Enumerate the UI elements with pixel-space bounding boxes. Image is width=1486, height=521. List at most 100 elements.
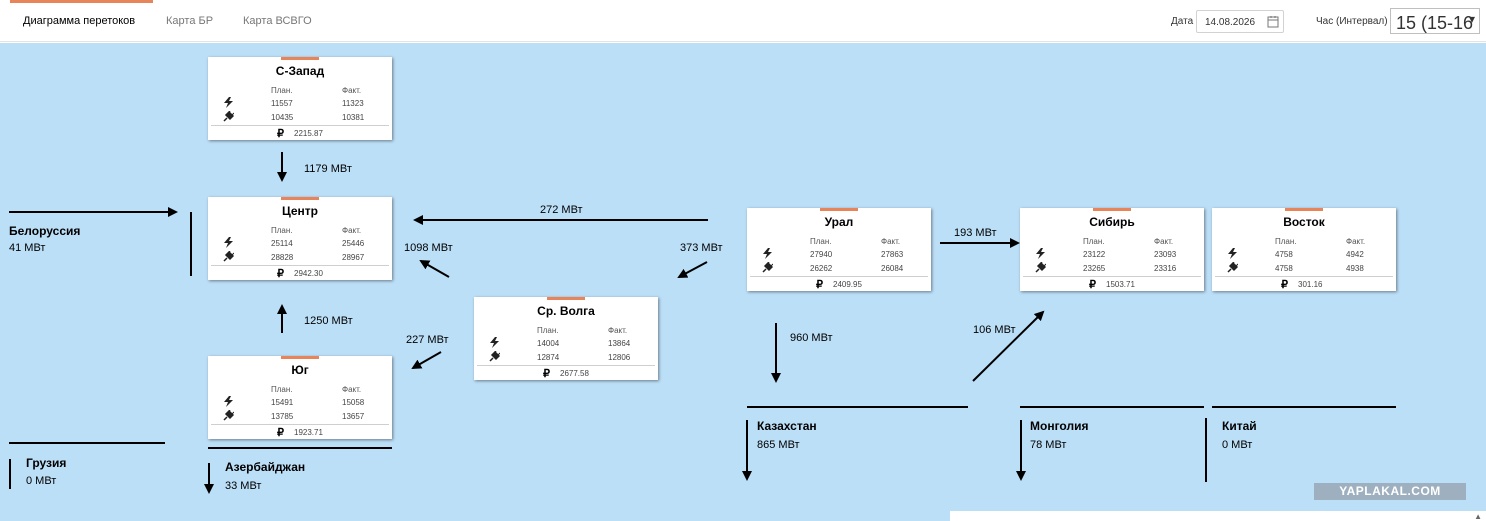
node-title: Урал: [824, 215, 854, 229]
plan-header: План.: [537, 326, 559, 335]
plug-icon: [489, 351, 500, 362]
arrow-kazakhstan-sibir: [972, 310, 1045, 382]
node-divider: [750, 276, 928, 277]
arrow-volga-yug: [411, 351, 442, 369]
country-belorussia: Белоруссия: [9, 224, 81, 238]
country-azerbaijan: Азербайджан: [225, 460, 306, 474]
node-divider: [477, 365, 655, 366]
plug-icon: [223, 251, 234, 262]
country-gruzia: Грузия: [26, 456, 67, 470]
cons-plan: 13785: [271, 412, 294, 421]
gen-fact: 11323: [342, 99, 364, 108]
gen-fact: 23093: [1154, 250, 1177, 259]
cons-plan: 23265: [1083, 264, 1106, 273]
scroll-up-icon[interactable]: ▲: [1474, 512, 1482, 521]
gen-fact: 15058: [342, 398, 365, 407]
cons-fact: 13657: [342, 412, 365, 421]
cons-plan: 28828: [271, 253, 294, 262]
node-accent: [1093, 208, 1131, 211]
arrow-ural-volga: [677, 261, 708, 278]
ruble-icon: ₽: [277, 268, 284, 280]
ruble-icon: ₽: [1281, 279, 1288, 291]
calendar-icon[interactable]: [1267, 15, 1279, 28]
flow-ural-kazakhstan: 960 МВт: [790, 332, 833, 344]
node-title: С-Запад: [275, 64, 325, 78]
node-title: Центр: [281, 204, 319, 218]
node-yug[interactable]: Юг План. Факт. 15491 15058 13785 13657 ₽…: [208, 356, 392, 439]
belorussia-border-line: [190, 212, 192, 276]
country-kazakhstan-value: 865 МВт: [757, 439, 800, 451]
gen-fact: 27863: [881, 250, 904, 259]
node-title: Юг: [291, 363, 309, 377]
node-vostok[interactable]: Восток План. Факт. 4758 4942 4758 4938 ₽…: [1212, 208, 1396, 291]
fact-header: Факт.: [342, 226, 362, 235]
country-kazakhstan: Казахстан: [757, 419, 817, 433]
gen-plan: 23122: [1083, 250, 1106, 259]
node-title: Сибирь: [1089, 215, 1135, 229]
flow-ural-centr: 272 МВт: [540, 204, 583, 216]
node-volga[interactable]: Ср. Волга План. Факт. 14004 13864 12874 …: [474, 297, 658, 380]
node-szapad[interactable]: С-Запад План. Факт. 11557 11323 10435 10…: [208, 57, 392, 140]
lightning-icon: [224, 237, 233, 248]
node-ural[interactable]: Урал План. Факт. 27940 27863 26262 26084…: [747, 208, 931, 291]
cons-plan: 12874: [537, 353, 560, 362]
lightning-icon: [763, 248, 772, 259]
node-accent: [281, 356, 319, 359]
gen-plan: 4758: [1275, 250, 1293, 259]
cons-fact: 28967: [342, 253, 365, 262]
plan-header: План.: [271, 86, 293, 95]
ruble-icon: ₽: [1089, 279, 1096, 291]
plug-icon: [1035, 262, 1046, 273]
country-china-value: 0 МВт: [1222, 439, 1253, 451]
dropdown-icon[interactable]: ▾: [1468, 12, 1475, 26]
node-price: 2942.30: [294, 269, 323, 278]
tab-flow-diagram[interactable]: Диаграмма перетоков: [23, 15, 136, 27]
country-belorussia-value: 41 МВт: [9, 242, 46, 254]
gruzia-border-tick: [9, 459, 11, 489]
fact-header: Факт.: [608, 326, 628, 335]
hour-label: Час (Интервал): [1316, 16, 1388, 27]
hour-select[interactable]: 15 (15-16 ▾: [1390, 8, 1480, 34]
plug-icon: [762, 262, 773, 273]
china-border-tick: [1205, 418, 1207, 482]
azerbaijan-border-line: [208, 447, 392, 449]
cons-fact: 23316: [1154, 264, 1177, 273]
fact-header: Факт.: [881, 237, 901, 246]
node-sibir[interactable]: Сибирь План. Факт. 23122 23093 23265 233…: [1020, 208, 1204, 291]
node-title: Восток: [1283, 215, 1325, 229]
plug-icon: [223, 111, 234, 122]
node-price: 1503.71: [1106, 280, 1135, 289]
cons-plan: 4758: [1275, 264, 1293, 273]
country-azerbaijan-value: 33 МВт: [225, 480, 262, 492]
gen-fact: 13864: [608, 339, 631, 348]
bottom-panel: ▲: [950, 511, 1486, 521]
ruble-icon: ₽: [816, 279, 823, 291]
cons-fact: 4938: [1346, 264, 1364, 273]
flow-volga-yug: 227 МВт: [406, 334, 449, 346]
node-centr[interactable]: Центр План. Факт. 25114 25446 28828 2896…: [208, 197, 392, 280]
tab-vsvgo-map[interactable]: Карта ВСВГО: [243, 15, 312, 27]
mongolia-border-line: [1020, 406, 1204, 408]
hour-value: 15 (15-16: [1396, 13, 1474, 33]
gen-plan: 27940: [810, 250, 833, 259]
gen-plan: 14004: [537, 339, 560, 348]
node-title: Ср. Волга: [537, 304, 595, 318]
top-bar: Диаграмма перетоков Карта БР Карта ВСВГО…: [0, 0, 1486, 42]
lightning-icon: [224, 396, 233, 407]
lightning-icon: [1228, 248, 1237, 259]
tab-br-map[interactable]: Карта БР: [166, 15, 214, 27]
plug-icon: [223, 410, 234, 421]
gruzia-border-line: [9, 442, 165, 444]
node-divider: [211, 125, 389, 126]
ruble-icon: ₽: [277, 427, 284, 439]
lightning-icon: [224, 97, 233, 108]
flow-kazakhstan-sibir: 106 МВт: [973, 324, 1016, 336]
plug-icon: [1227, 262, 1238, 273]
node-price: 2215.87: [294, 129, 323, 138]
node-price: 2409.95: [833, 280, 862, 289]
node-price: 301.16: [1298, 280, 1323, 289]
node-accent: [1285, 208, 1323, 211]
date-field[interactable]: 14.08.2026: [1196, 10, 1284, 33]
plan-header: План.: [1275, 237, 1297, 246]
plan-header: План.: [271, 385, 293, 394]
